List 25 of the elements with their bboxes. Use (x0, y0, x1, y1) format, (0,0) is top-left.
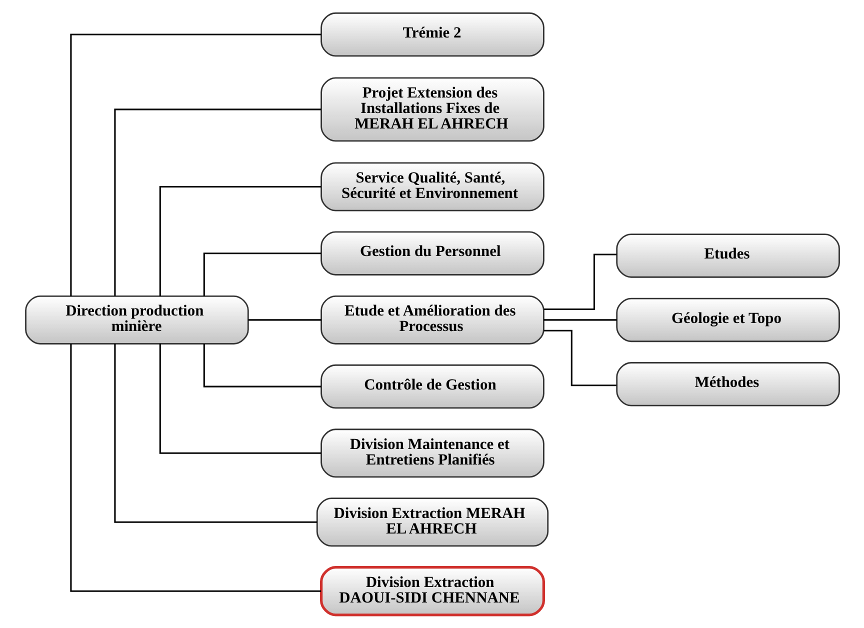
node-box: Méthodes (616, 362, 840, 406)
connector (202, 344, 320, 388)
node-box: Division Extraction DAOUI-SIDI CHENNANE (320, 566, 544, 616)
node-box: Service Qualité, Santé, Sécurité et Environnement (320, 162, 544, 212)
node-box: Division Maintenance et Entretiens Planifiés (320, 428, 544, 478)
node-box: Direction production minière (24, 295, 248, 344)
connector (114, 108, 320, 296)
connector (158, 186, 320, 296)
node-box: Division Extraction MERAH EL AHRECH (316, 498, 548, 547)
node-box: Géologie et Topo (616, 298, 840, 342)
connector (114, 344, 316, 523)
connector (543, 319, 616, 321)
node-box: Trémie 2 (320, 12, 544, 57)
node-box: Contrôle de Gestion (320, 364, 544, 409)
node-box: Projet Extension des Installations Fixes de MERAH EL AHRECH (320, 77, 544, 142)
connector (158, 344, 320, 454)
connector (543, 330, 616, 386)
node-box: Etude et Amélioration des Processus (320, 295, 544, 344)
connector (543, 254, 616, 310)
connector (202, 252, 320, 296)
connector (70, 34, 321, 296)
node-box: Gestion du Personnel (320, 231, 544, 276)
node-box: Etudes (616, 234, 840, 278)
connector (70, 344, 321, 592)
connector (248, 319, 321, 321)
